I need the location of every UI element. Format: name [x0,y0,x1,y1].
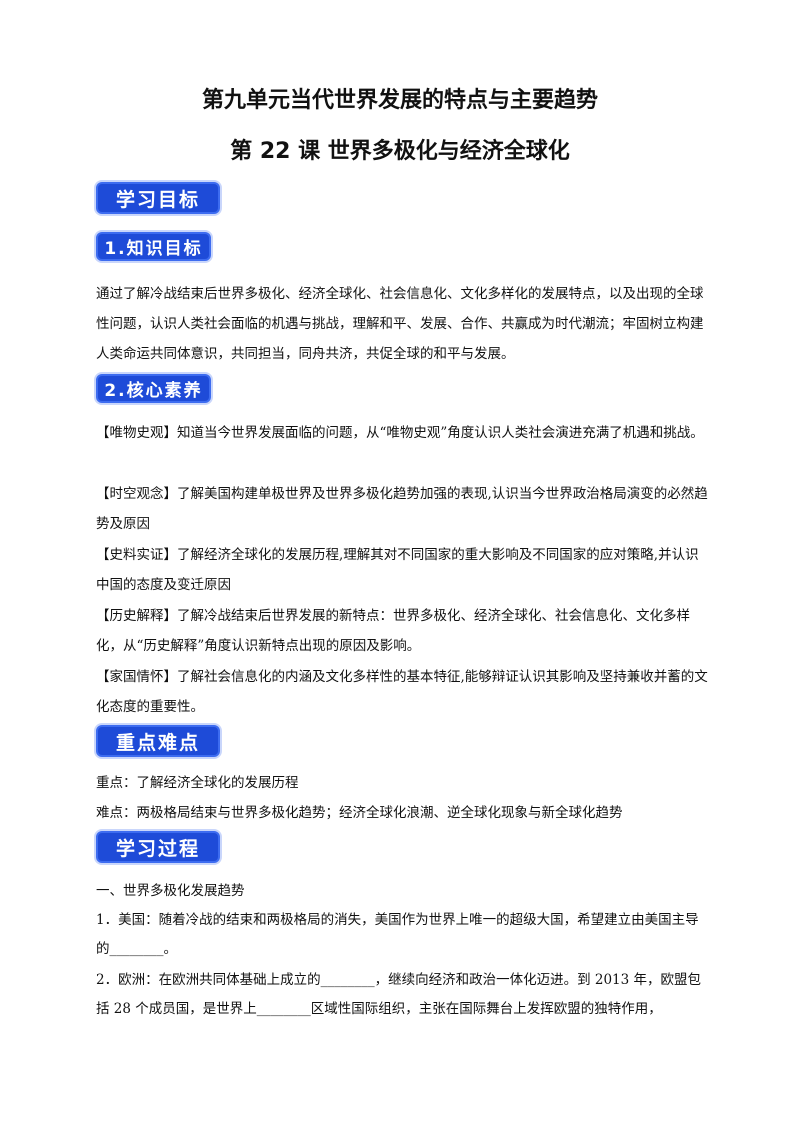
knowledge-goals-badge: 1.知识目标 [96,232,211,261]
lesson-title: 第 22 课 世界多极化与经济全球化 [230,139,570,164]
literacy-time-space: 【时空观念】了解美国构建单极世界及世界多极化趋势加强的表现,认识当今世界政治格局… [96,486,708,532]
learning-goals-badge: 学习目标 [96,182,220,214]
literacy-patriotism: 【家国情怀】了解社会信息化的内涵及文化多样性的基本特征,能够辩证认识其影响及坚持… [96,669,708,715]
literacy-interpretation: 【历史解释】了解冷战结束后世界发展的新特点：世界多极化、经济全球化、社会信息化、… [96,608,690,654]
unit-title: 第九单元当代世界发展的特点与主要趋势 [201,88,598,113]
literacy-materialism: 【唯物史观】知道当今世界发展面临的问题，从“唯物史观”角度认识人类社会演进充满了… [96,425,704,441]
core-literacy-badge: 2.核心素养 [96,374,211,403]
key-difficulty: 难点：两极格局结束与世界多极化趋势；经济全球化浪潮、逆全球化现象与新全球化趋势 [96,805,623,821]
item-usa: 1．美国：随着冷战的结束和两极格局的消失，美国作为世界上唯一的超级大国，希望建立… [96,912,699,957]
learning-process-badge: 学习过程 [96,831,220,863]
literacy-evidence: 【史料实证】了解经济全球化的发展历程,理解其对不同国家的重大影响及不同国家的应对… [96,547,699,593]
item-europe: 2．欧洲：在欧洲共同体基础上成立的________，继续向经济和政治一体化迈进。… [96,972,702,1017]
knowledge-goals-text: 通过了解冷战结束后世界多极化、经济全球化、社会信息化、文化多样化的发展特点，以及… [96,286,704,362]
section-heading: 一、世界多极化发展趋势 [96,883,245,899]
key-points-badge: 重点难点 [96,725,220,757]
key-focus: 重点：了解经济全球化的发展历程 [96,775,299,791]
